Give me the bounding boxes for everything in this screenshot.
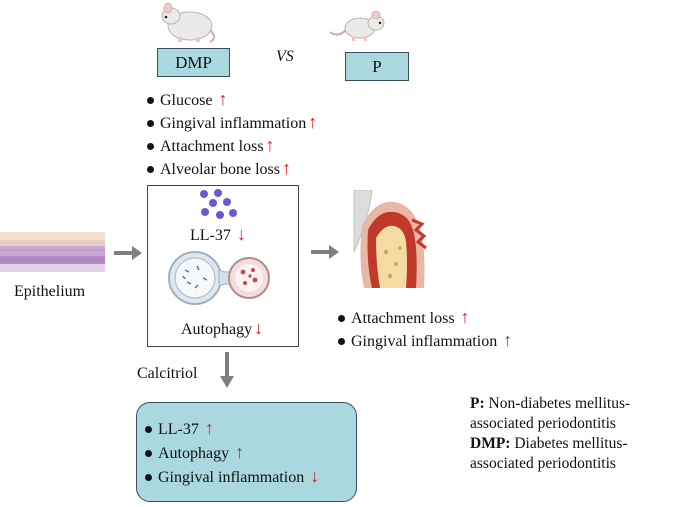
versus-label: VS [276,48,294,65]
periodontal-tissue-icon [350,190,428,288]
legend-p-line1: P: Non-diabetes mellitus- [470,395,631,412]
diabetic-mouse-icon [161,2,215,43]
finding-alveolar-bone-loss: Alveolar bone loss↑ [147,158,291,179]
result-gingival-inflammation: Gingival inflammation ↓ [145,466,319,487]
result-ll37: LL-37 ↑ [145,418,214,439]
ll37-label: LL-37 ↓ [190,224,246,244]
arrow-calcitriol-down [220,352,234,388]
p-group-label: P [372,56,382,76]
autophagosome-lysosome-icon [168,251,270,305]
legend-dmp-line1: DMP: Diabetes mellitus- [470,435,628,452]
control-mouse-icon [329,10,385,41]
autophagy-label: Autophagy↓ [181,318,264,338]
result-autophagy: Autophagy ↑ [145,442,244,463]
finding-gingival-inflammation: Gingival inflammation↑ [147,112,317,133]
legend-dmp-line2: associated periodontitis [470,455,616,472]
ll37-molecule-icon [200,189,237,219]
dmp-group-box: DMP [157,48,230,77]
abbreviation-legend: P: Non-diabetes mellitus- associated per… [470,394,630,474]
finding-gingival-inflammation-right: Gingival inflammation ↑ [338,330,512,351]
arrow-box-to-tooth [311,245,339,259]
calcitriol-label: Calcitriol [137,365,198,382]
p-group-box: P [345,52,409,81]
finding-glucose: Glucose ↑ [147,89,227,110]
legend-p-line2: associated periodontitis [470,415,616,432]
finding-attachment-loss: Attachment loss↑ [147,135,275,156]
arrow-epithelium-to-box [114,246,142,260]
epithelium-tissue-icon [0,232,105,272]
finding-attachment-loss-right: Attachment loss ↑ [338,307,470,328]
treatment-results-box [136,402,357,502]
dmp-group-label: DMP [175,52,212,72]
epithelium-label: Epithelium [14,283,86,300]
